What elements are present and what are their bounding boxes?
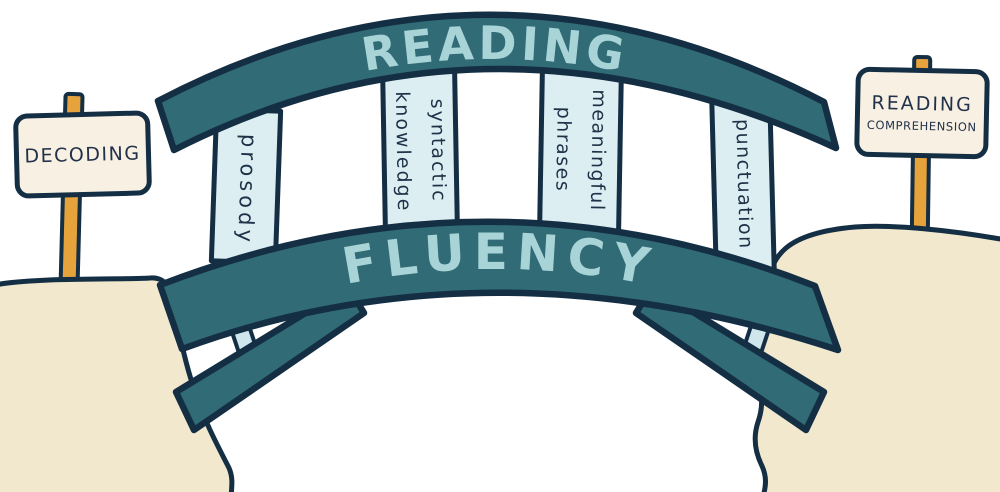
right-support-beam — [632, 283, 828, 434]
pillar-label-prosody: prosody — [233, 133, 261, 247]
pillar-label-meaningful-phrases: meaningful phrases — [551, 88, 611, 212]
top-band — [154, 11, 840, 154]
decoding-sign: DECODING — [12, 110, 153, 199]
bottom-band — [156, 218, 842, 354]
decoding-sign-label: DECODING — [24, 141, 141, 168]
reading-comprehension-sign-line2: COMPREHENSION — [866, 117, 977, 135]
reading-comprehension-sign-line1: READING — [871, 91, 974, 117]
pillar-label-punctuation: punctuation — [731, 118, 757, 250]
reading-comprehension-sign: READING COMPREHENSION — [854, 66, 990, 160]
pillar-label-syntactic-knowledge: syntactic knowledge — [390, 90, 450, 212]
right-cliff-land — [748, 223, 1000, 492]
left-support-beam — [172, 283, 368, 434]
